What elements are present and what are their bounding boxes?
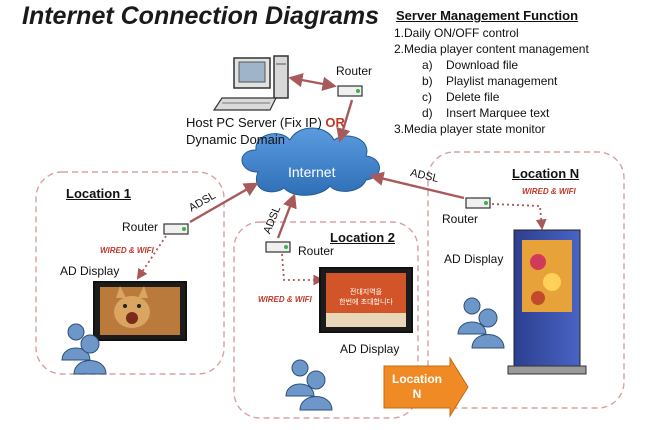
router-label-location-n: Router (442, 212, 479, 226)
server-management-list: 1.Daily ON/OFF control 2.Media player co… (394, 25, 589, 137)
location-n-arrow (383, 356, 469, 418)
router-icon (337, 85, 363, 97)
location-2-label: Location 2 (330, 230, 396, 245)
list-subitem: d)Insert Marquee text (422, 106, 550, 120)
router-label-location-2: Router (298, 244, 335, 258)
computer-icon (212, 55, 289, 111)
list-subitem: c)Delete file (422, 90, 500, 104)
server-management-heading: Server Management Function (396, 8, 579, 23)
wired-wifi-label-location-n: WIRED & WIFI (522, 187, 576, 196)
page-title: Internet Connection Diagrams (22, 2, 379, 30)
ad-display-label-location-2: AD Display (340, 342, 400, 356)
or-label: OR (325, 115, 345, 130)
tv-icon: 전대지역을 한번에 초대합니다 (319, 267, 413, 333)
screen-text-line-1: 전대지역을 (350, 287, 383, 296)
location-1-region (35, 171, 225, 375)
location-n-label: Location N (512, 166, 580, 181)
location-n-adsl-link (369, 171, 465, 200)
wired-wifi-lines (136, 203, 547, 286)
host-pc-label: Host PC Server (Fix IP) OR Dynamic Domai… (186, 115, 345, 147)
ad-display-label-location-1: AD Display (60, 264, 120, 278)
ad-display-label-location-n: AD Display (444, 252, 504, 266)
router-label-location-1: Router (122, 220, 159, 234)
people-icon (61, 323, 107, 375)
router-icon (265, 241, 291, 253)
list-item: 2.Media player content management (394, 42, 589, 56)
router-icon (163, 223, 189, 235)
location-1-adsl-link (189, 182, 259, 224)
location-n-region (427, 151, 625, 409)
internet-label: Internet (288, 164, 336, 180)
connection-lines (189, 73, 465, 239)
kiosk-icon (507, 229, 587, 375)
wired-wifi-label-location-2: WIRED & WIFI (258, 295, 312, 304)
screen-text-line-2: 한번에 초대합니다 (339, 297, 393, 306)
list-item: 1.Daily ON/OFF control (394, 26, 519, 40)
tv-icon (93, 281, 187, 341)
people-icon (457, 297, 505, 349)
wired-wifi-label-location-1: WIRED & WIFI (100, 246, 154, 255)
location-2-adsl-link (276, 193, 297, 239)
pc-router-link (288, 73, 337, 91)
list-item: 3.Media player state monitor (394, 122, 546, 136)
list-subitem: a)Download file (422, 58, 519, 72)
people-icon (285, 359, 333, 411)
router-label-host: Router (336, 64, 373, 78)
router-icon (465, 197, 491, 209)
list-subitem: b)Playlist management (422, 74, 558, 88)
router-internet-link (336, 99, 354, 143)
location-1-label: Location 1 (66, 186, 132, 201)
location-2-region (233, 221, 419, 419)
